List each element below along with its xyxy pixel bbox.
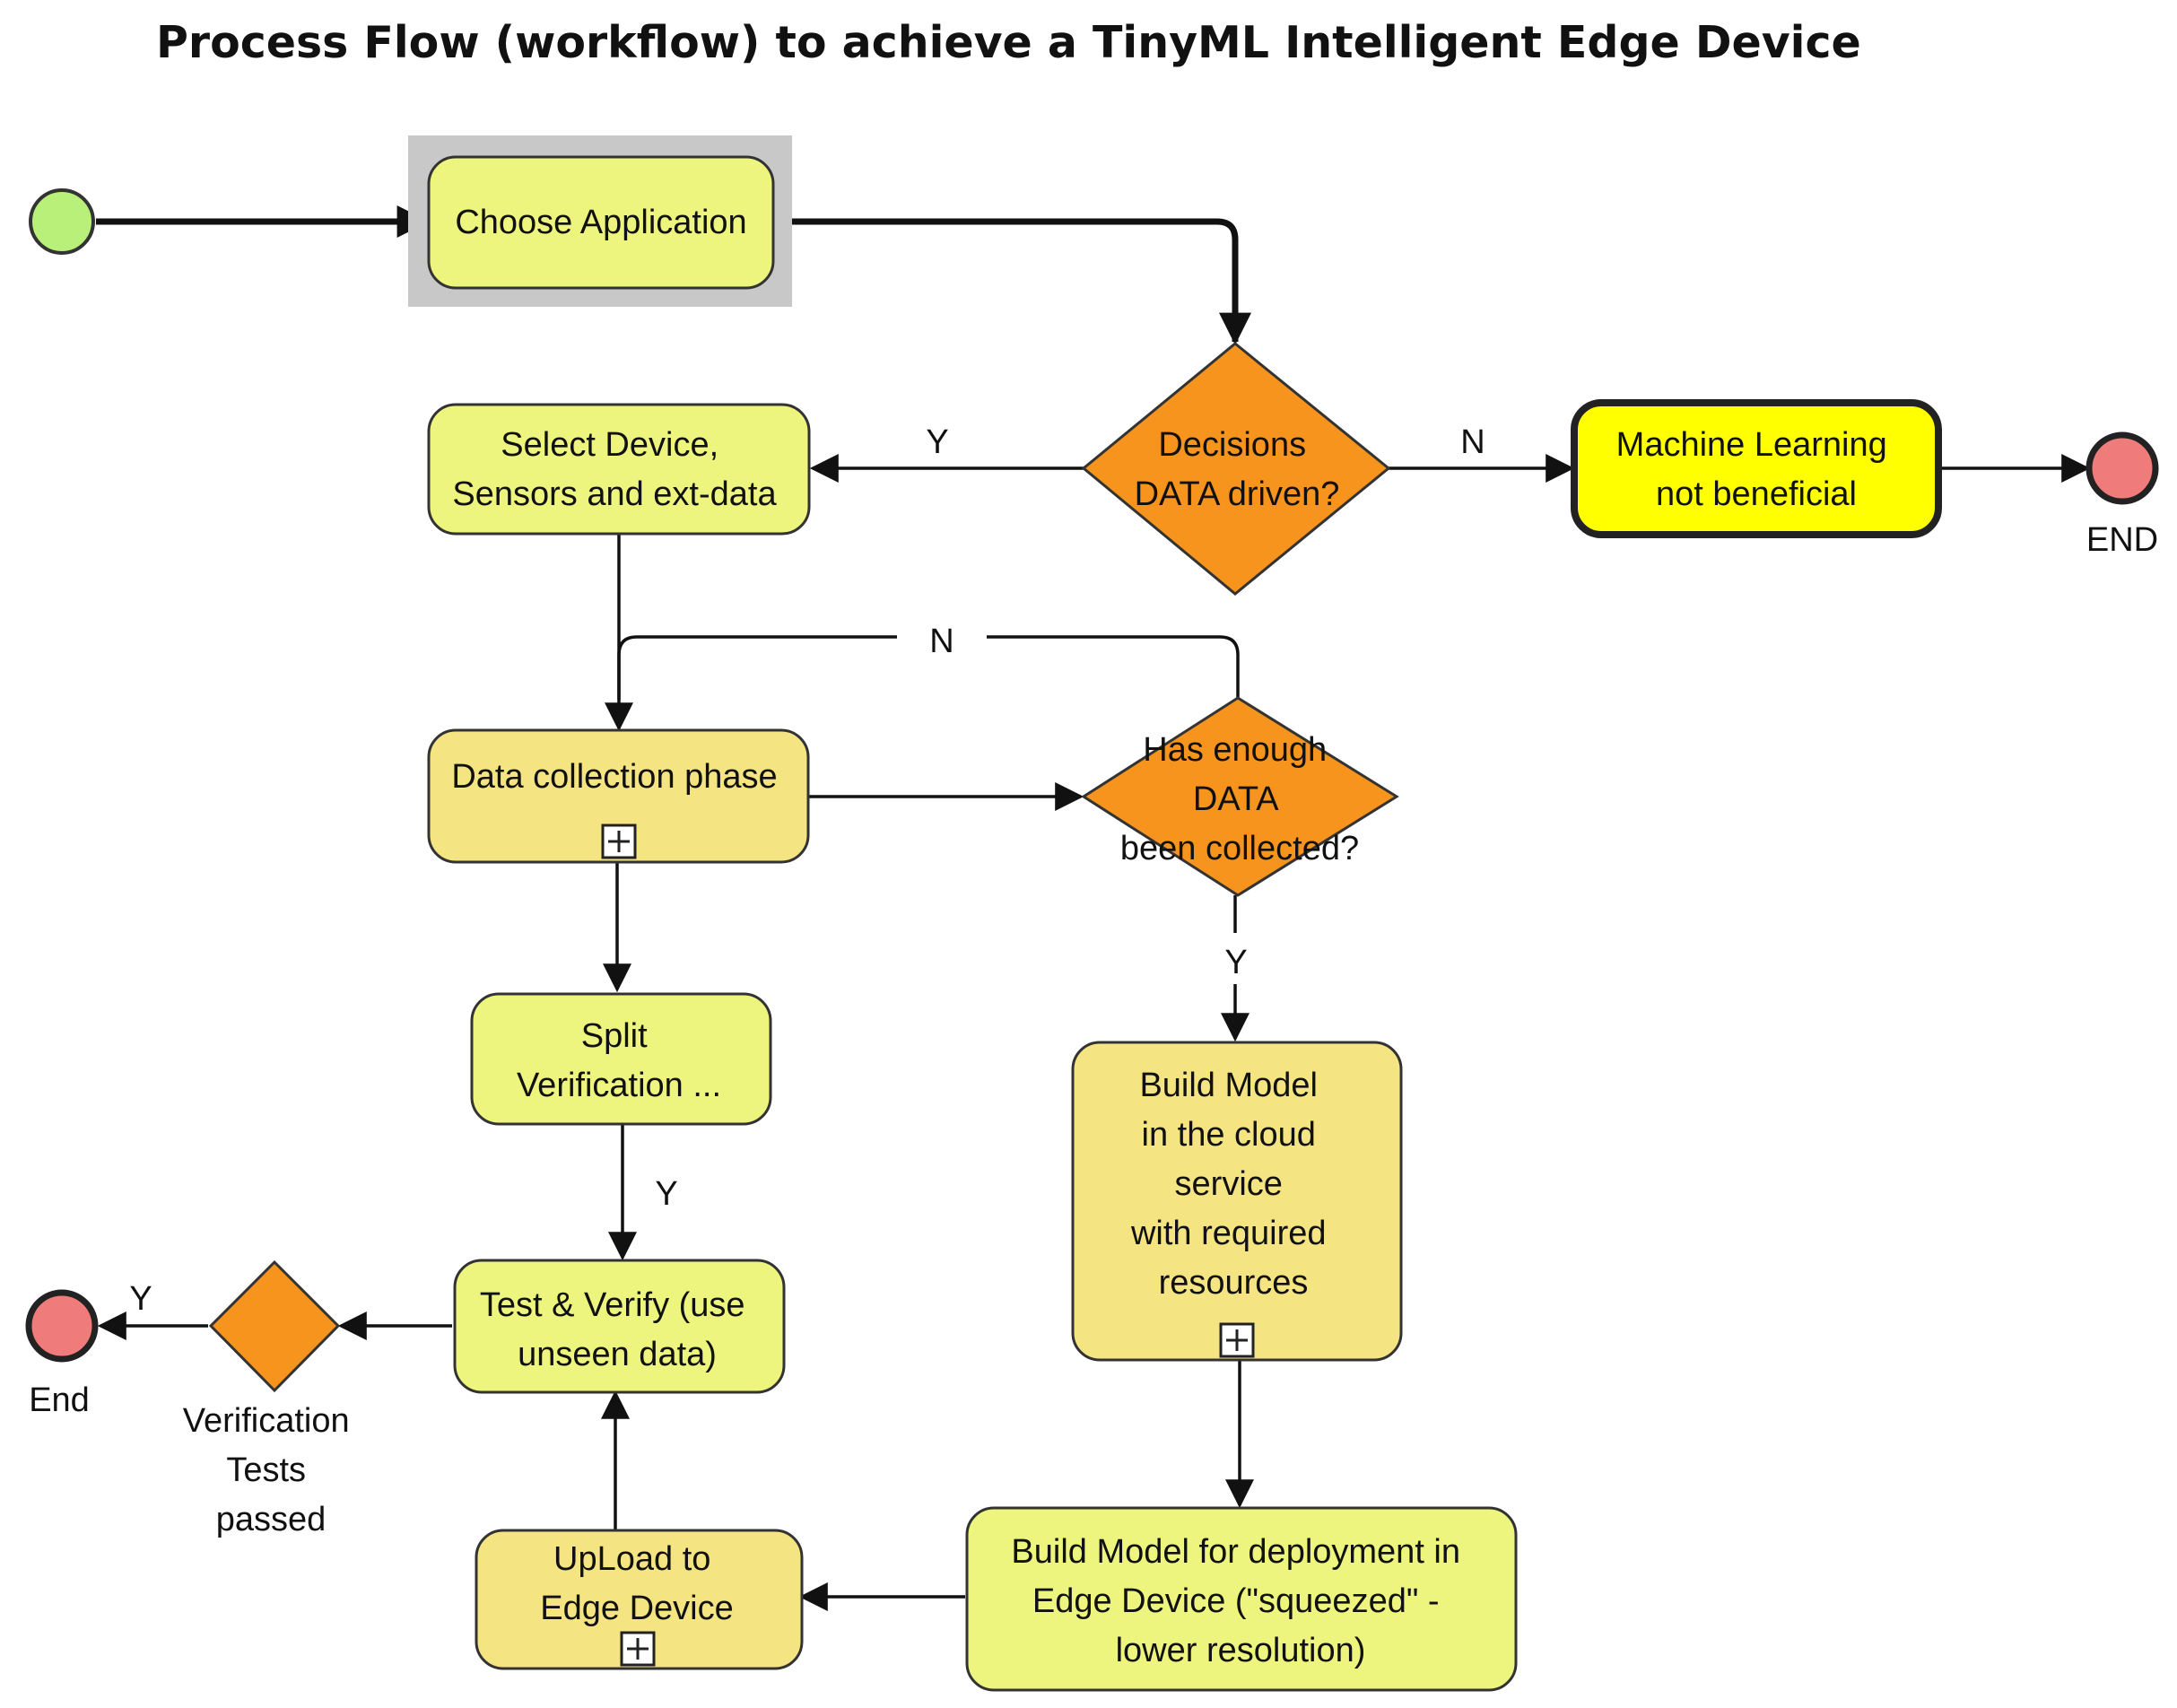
task-label-line: UpLoad to [553, 1540, 710, 1578]
edges [96, 205, 2091, 1611]
task-label-line: Edge Device [540, 1590, 733, 1627]
task-box [470, 992, 772, 1126]
task-label: Split Verification ... [517, 1017, 721, 1104]
gateway-label-line: DATA driven? [1135, 475, 1340, 513]
task-label-line: Select Device, [501, 426, 718, 464]
end-event-left: End [25, 1289, 99, 1419]
task-label-line: Build Model for deployment in [1011, 1533, 1460, 1571]
task-label-line: Test & Verify (use [480, 1286, 745, 1324]
task-label: Build Model in the cloud service with re… [1130, 1067, 1336, 1302]
edge-choose-to-decision [776, 218, 1251, 345]
gateway-label-line: Verification [183, 1402, 350, 1440]
diagram-title: Process Flow (workflow) to achieve a Tin… [156, 17, 1861, 68]
subprocess-marker-icon[interactable] [620, 1631, 656, 1667]
task-label-line: Edge Device ("squeezed" - [1032, 1582, 1440, 1620]
gateway-label: Verification Tests passed [183, 1402, 359, 1538]
task-label: UpLoad to Edge Device [540, 1540, 733, 1627]
task-build-model-deploy[interactable]: Build Model for deployment in Edge Devic… [965, 1506, 1518, 1692]
task-box [1571, 399, 1942, 538]
gateway-label-line: Decisions [1158, 426, 1306, 464]
gateway-label: Has enough DATA been collected? [1120, 731, 1359, 867]
edge-label-enough-no: N [929, 623, 954, 660]
gateway-label-line: DATA [1193, 780, 1279, 818]
task-box [965, 1506, 1518, 1692]
task-box [427, 403, 811, 536]
gateway-label-line: Has enough [1143, 731, 1327, 769]
start-event [29, 188, 95, 255]
task-label-line: Split [581, 1017, 648, 1055]
task-label-line: Build Model [1139, 1067, 1318, 1104]
edge-labels: Y N N Y Y Y [129, 423, 1485, 1318]
gateway-diamond [208, 1259, 341, 1393]
task-select-device[interactable]: Select Device, Sensors and ext-data [427, 403, 811, 536]
task-box [427, 728, 810, 864]
task-data-collection[interactable]: Data collection phase [427, 728, 810, 864]
task-label-line: Choose Application [455, 204, 746, 241]
task-label: Test & Verify (use unseen data) [480, 1286, 754, 1373]
task-label: Machine Learning not beneficial [1616, 426, 1897, 513]
end-event-top-label: END [2086, 521, 2158, 559]
task-ml-not-beneficial[interactable]: Machine Learning not beneficial [1571, 399, 1942, 538]
subprocess-marker-icon[interactable] [1219, 1322, 1255, 1358]
edge-enough-no-loop [617, 635, 1240, 700]
task-label-line: service [1175, 1165, 1283, 1203]
gateway-enough-data[interactable]: Has enough DATA been collected? [1081, 696, 1399, 897]
task-label-line: resources [1159, 1264, 1309, 1302]
task-box [453, 1259, 786, 1394]
task-box [475, 1529, 804, 1670]
task-split-verification[interactable]: Split Verification ... [470, 992, 772, 1126]
task-build-model-cloud[interactable]: Build Model in the cloud service with re… [1071, 1041, 1403, 1362]
task-box [1071, 1041, 1403, 1362]
task-label-line: not beneficial [1656, 475, 1857, 513]
edge-label-split-yes: Y [655, 1175, 677, 1213]
edge-label-verification-yes: Y [129, 1280, 152, 1318]
task-label-line: Data collection phase [451, 758, 777, 796]
task-label: Data collection phase [451, 758, 777, 796]
task-label-line: lower resolution) [1116, 1632, 1366, 1669]
end-event-left-label: End [29, 1381, 90, 1419]
gateway-label-line: been collected? [1120, 830, 1359, 867]
task-upload-edge[interactable]: UpLoad to Edge Device [475, 1529, 804, 1670]
end-event-top: END [2086, 431, 2159, 559]
subprocess-marker-icon[interactable] [601, 824, 637, 859]
task-label-line: Machine Learning [1616, 426, 1887, 464]
task-test-verify[interactable]: Test & Verify (use unseen data) [453, 1259, 786, 1394]
edge-label-enough-yes: Y [1224, 944, 1247, 981]
gateway-data-driven[interactable]: Decisions DATA driven? [1081, 342, 1391, 596]
task-box [427, 155, 775, 290]
gateway-label-line: passed [216, 1501, 327, 1538]
gateway-diamond [1081, 696, 1399, 897]
gateway-verification-passed[interactable]: Verification Tests passed [183, 1259, 359, 1538]
task-label-line: with required [1130, 1215, 1327, 1252]
task-label-line: Sensors and ext-data [452, 475, 777, 513]
gateway-label: Decisions DATA driven? [1135, 426, 1340, 513]
end-event-top-circle [2086, 431, 2159, 505]
task-label: Select Device, Sensors and ext-data [452, 426, 777, 513]
gateway-label-line: Tests [226, 1451, 306, 1489]
gateway-diamond [1081, 342, 1391, 596]
task-label-line: in the cloud [1142, 1116, 1316, 1154]
start-event-circle [29, 188, 95, 255]
edge-label-data-driven-no: N [1460, 423, 1485, 461]
end-event-left-circle [25, 1289, 99, 1363]
task-label: Build Model for deployment in Edge Devic… [1011, 1533, 1469, 1669]
edge-label-data-driven-yes: Y [926, 423, 948, 461]
task-label: Choose Application [455, 204, 746, 241]
task-label-line: unseen data) [518, 1336, 717, 1373]
task-label-line: Verification ... [517, 1067, 721, 1104]
task-choose-application[interactable]: Choose Application [408, 135, 792, 307]
